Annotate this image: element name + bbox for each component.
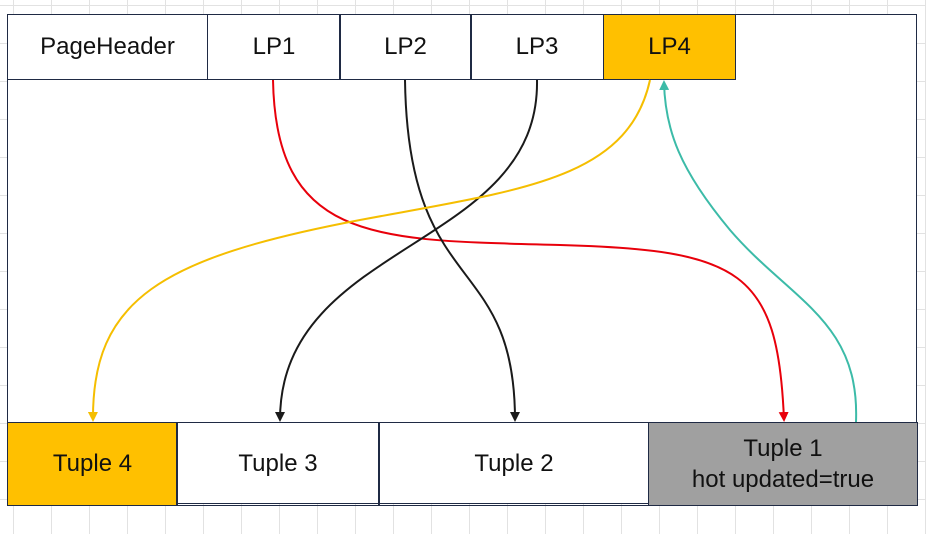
tuple-2-label: Tuple 2 <box>474 450 554 478</box>
line-pointer-lp2: LP2 <box>339 14 472 80</box>
tuple-3-label: Tuple 3 <box>238 450 318 478</box>
lp3-label: LP3 <box>515 33 559 61</box>
tuple-1-hot-updated-label: hot updated=true <box>691 466 875 493</box>
lp1-label: LP1 <box>252 33 296 61</box>
page-header-cell: PageHeader <box>7 14 208 80</box>
page-header-label: PageHeader <box>40 33 175 61</box>
tuple-1-label: Tuple 1 <box>743 434 823 462</box>
lp4-label: LP4 <box>648 33 691 61</box>
tuple-1-cell: Tuple 1 hot updated=true <box>648 422 918 506</box>
tuple-4-cell: Tuple 4 <box>7 422 178 506</box>
arrow-lp1-to-tuple1 <box>272 79 789 422</box>
tuple-3-cell: Tuple 3 <box>176 422 380 506</box>
arrow-lp2-to-tuple2 <box>404 79 520 422</box>
arrow-tuple1-to-lp4 <box>659 80 858 423</box>
line-pointer-lp4: LP4 <box>603 14 736 80</box>
line-pointer-lp3: LP3 <box>470 14 604 80</box>
arrow-lp4-to-tuple4 <box>87 79 651 422</box>
lp2-label: LP2 <box>384 33 427 61</box>
arrow-lp3-to-tuple3 <box>275 79 539 422</box>
line-pointer-lp1: LP1 <box>207 14 341 80</box>
tuple-4-label: Tuple 4 <box>52 450 133 478</box>
